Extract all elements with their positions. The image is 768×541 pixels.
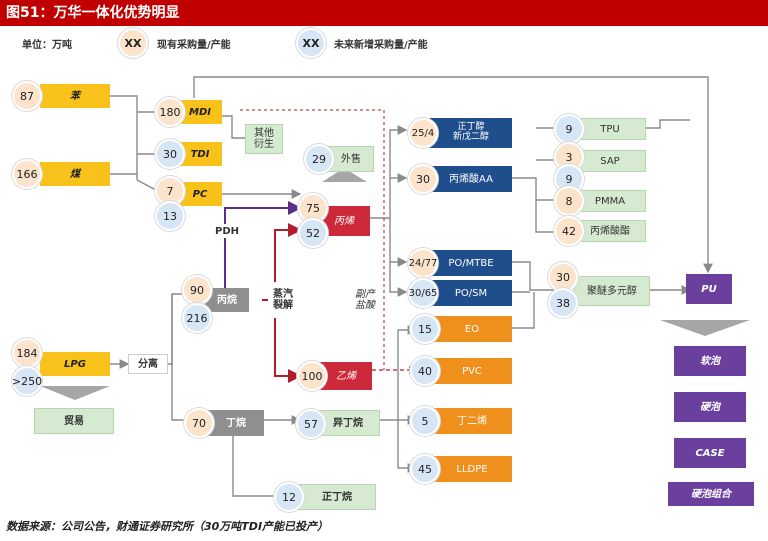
legend-existing-circle: XX: [118, 28, 148, 58]
trade-box: 贸易: [34, 408, 114, 434]
ethylene-value: 100: [297, 361, 327, 391]
posm-box: PO/SM: [430, 280, 512, 306]
nbutane-value: 12: [274, 482, 304, 512]
eo-box: EO: [432, 316, 512, 342]
tpu-value: 9: [554, 114, 584, 144]
lpg-value-new: >250: [12, 366, 42, 396]
pdh-label: PDH: [212, 224, 242, 238]
lpg-box: LPG: [40, 352, 110, 376]
benzene-box: 苯: [40, 84, 110, 108]
lpg-value-existing: 184: [12, 338, 42, 368]
byproduct-hcl-label: 副产 盐酸: [350, 282, 380, 318]
butane-box: 丁烷: [208, 410, 264, 436]
pomtbe-box: PO/MTBE: [430, 250, 512, 276]
steam-crack-label: 蒸汽 裂解: [268, 282, 298, 318]
coal-value: 166: [12, 159, 42, 189]
propane-value-existing: 90: [182, 275, 212, 305]
lldpe-box: LLDPE: [432, 456, 512, 482]
eo-value: 15: [410, 314, 440, 344]
legend-new-label: 未来新增采购量/产能: [334, 40, 428, 51]
ethylene-box: 乙烯: [320, 362, 372, 390]
pu-box: PU: [686, 274, 732, 304]
foam-combo-box: 硬泡组合: [668, 482, 754, 506]
polyether-value-new: 38: [548, 288, 578, 318]
nbutanol-box: 正丁醇 新戊二醇: [430, 118, 512, 148]
butadiene-box: 丁二烯: [432, 408, 512, 434]
posm-value: 30/65: [408, 278, 438, 308]
separation-box: 分离: [128, 354, 168, 374]
polyether-box: 聚醚多元醇: [574, 276, 650, 306]
propane-value-new: 216: [182, 303, 212, 333]
butadiene-value: 5: [410, 406, 440, 436]
pvc-value: 40: [410, 356, 440, 386]
lldpe-value: 45: [410, 454, 440, 484]
sap-box: SAP: [574, 150, 646, 172]
legend: 单位：万吨 XX 现有采购量/产能 XX 未来新增采购量/产能: [0, 28, 768, 58]
acrylic-box: 丙烯酸AA: [430, 166, 512, 192]
pomtbe-value: 24/77: [408, 248, 438, 278]
unit-label: 单位：万吨: [22, 40, 72, 51]
tpu-box: TPU: [574, 118, 646, 140]
nbutanol-value: 25/4: [408, 118, 438, 148]
butane-value: 70: [184, 408, 214, 438]
legend-new-circle: XX: [296, 28, 326, 58]
export-box: 外售: [328, 146, 374, 172]
coal-box: 煤: [40, 162, 110, 186]
pmma-value: 8: [554, 186, 584, 216]
propane-box: 丙烷: [205, 288, 249, 312]
isobutane-box: 异丁烷: [316, 410, 380, 436]
propylene-value-new: 52: [298, 218, 328, 248]
export-value: 29: [304, 144, 334, 174]
mdi-box: MDI: [178, 100, 222, 124]
source-footer: 数据来源：公司公告，财通证券研究所（30万吨TDI产能已投产）: [6, 520, 329, 533]
acrylic-value: 30: [408, 164, 438, 194]
soft-foam-box: 软泡: [674, 346, 746, 376]
case-box: CASE: [674, 438, 746, 468]
pmma-box: PMMA: [574, 190, 646, 212]
legend-existing-label: 现有采购量/产能: [157, 40, 231, 51]
nbutane-box: 正丁烷: [298, 484, 376, 510]
pc-box: PC: [178, 182, 222, 206]
tdi-value: 30: [155, 139, 185, 169]
isobutane-value: 57: [296, 409, 326, 439]
propylene-value-existing: 75: [298, 193, 328, 223]
mdi-value: 180: [155, 97, 185, 127]
hard-foam-box: 硬泡: [674, 392, 746, 422]
tdi-box: TDI: [178, 142, 222, 166]
acrylate-box: 丙烯酸酯: [574, 220, 646, 242]
pvc-box: PVC: [432, 358, 512, 384]
other-deriv-box: 其他 衍生: [245, 124, 283, 154]
pc-value-new: 13: [155, 201, 185, 231]
page-title: 图51：万华一体化优势明显: [0, 0, 768, 26]
benzene-value: 87: [12, 81, 42, 111]
acrylate-value: 42: [554, 216, 584, 246]
